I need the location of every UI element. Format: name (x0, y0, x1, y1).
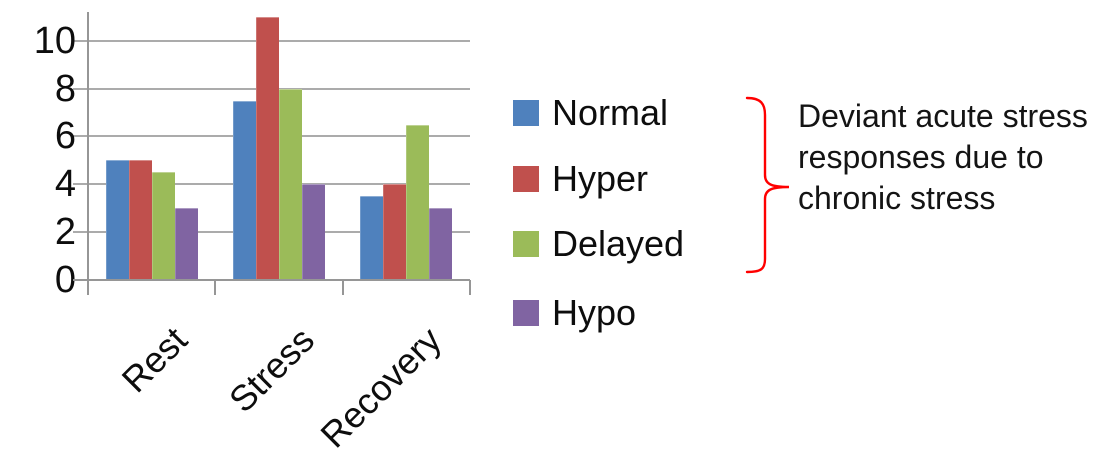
bar-delayed-stress (279, 88, 302, 280)
legend-swatch-hypo (513, 300, 539, 326)
annotation-line: chronic stress (798, 180, 996, 216)
x-axis-label-recovery: Recovery (312, 319, 450, 456)
y-axis-tick-label: 0 (54, 259, 76, 301)
legend-label-hypo: Hypo (552, 292, 637, 333)
y-axis-tick-label: 4 (54, 163, 76, 206)
bar-hyper-stress (256, 16, 279, 280)
x-axis-label-stress: Stress (220, 319, 322, 421)
x-axis-label-rest: Rest (113, 319, 195, 401)
bar-hyper-rest (128, 160, 152, 280)
annotation-line: Deviant acute stress (798, 98, 1088, 134)
legend-swatch-hyper (513, 166, 539, 192)
bar-hypo-stress (302, 184, 325, 280)
y-axis-tick-label: 6 (54, 115, 76, 158)
bar-normal-recovery (360, 196, 384, 281)
legend-item-delayed: Delayed (513, 226, 684, 262)
y-axis-tick-label: 10 (33, 19, 76, 62)
x-axis-tick (87, 280, 89, 295)
x-axis-tick (214, 280, 217, 295)
annotation-line: responses due to (798, 139, 1044, 175)
legend-swatch-normal (513, 100, 539, 126)
bar-delayed-rest (151, 172, 175, 280)
legend-label-normal: Normal (552, 92, 669, 133)
legend-label-hyper: Hyper (552, 158, 649, 199)
x-axis-tick (341, 280, 344, 295)
legend-item-hypo: Hypo (513, 295, 636, 331)
bar-hypo-rest (174, 208, 198, 280)
annotation-text: Deviant acute stress responses due to ch… (798, 96, 1088, 219)
legend-swatch-delayed (513, 231, 539, 257)
legend-item-hyper: Hyper (513, 161, 648, 197)
bar-normal-stress (233, 100, 256, 280)
bar-delayed-recovery (406, 124, 430, 280)
y-axis-line (87, 12, 89, 294)
legend-label-delayed: Delayed (552, 223, 685, 264)
bar-hypo-recovery (429, 208, 453, 280)
bar-hyper-recovery (383, 184, 407, 280)
x-axis-line (73, 279, 470, 281)
bar-normal-rest (105, 160, 129, 280)
x-axis-tick (469, 280, 471, 295)
legend-item-normal: Normal (513, 95, 668, 131)
brace-annotation-icon (745, 96, 790, 274)
y-axis-tick-label: 2 (54, 211, 76, 254)
y-axis-tick-label: 8 (54, 67, 76, 110)
